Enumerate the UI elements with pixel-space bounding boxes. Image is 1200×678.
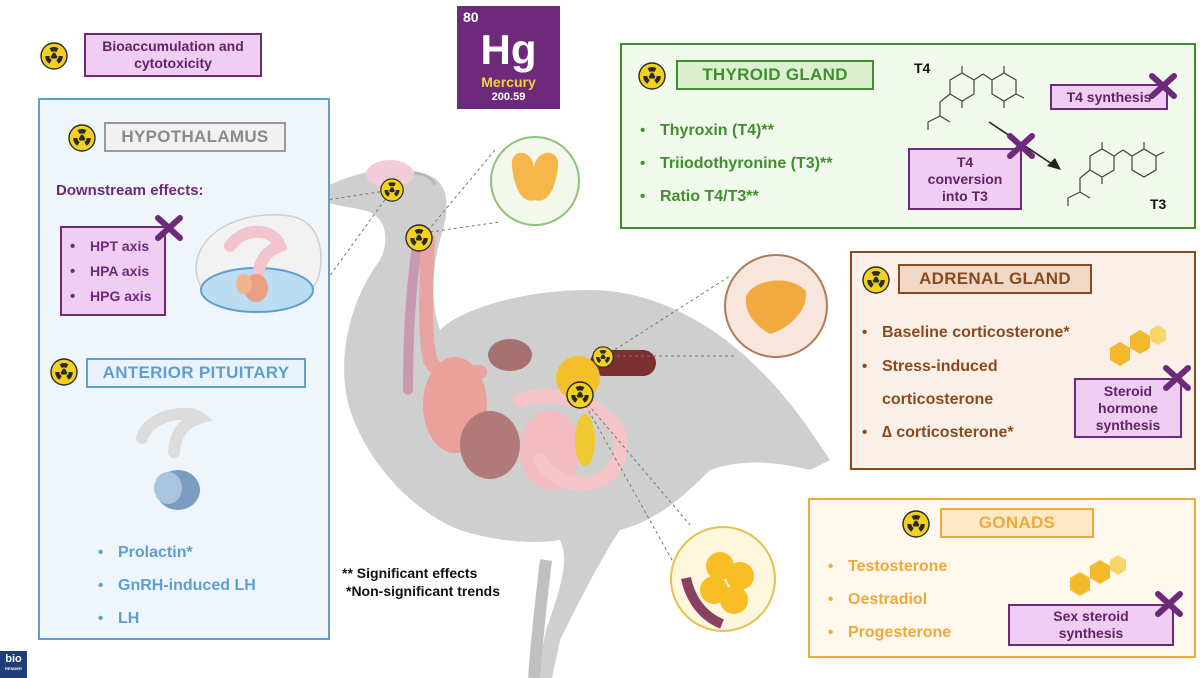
radiation-hazard-icon [68,124,96,152]
bird-leg [528,559,552,678]
gonad-item: Testosterone [828,550,951,583]
radiation-hazard-icon [40,42,68,70]
legend-significant: ** Significant effects [342,565,478,581]
t3-label: T3 [1150,196,1167,212]
cross-mark-icon [1154,590,1184,618]
gonad-item: Oestradiol [828,583,951,616]
gonads-title: GONADS [940,508,1094,538]
axis-item: HPT axis [70,234,151,259]
gonad-item: Progesterone [828,616,951,649]
liver [460,411,520,479]
hypothalamus-illustration [190,206,324,314]
t4-conversion-box: T4 conversion into T3 [908,148,1022,210]
cross-mark-icon [1006,132,1036,160]
downstream-label: Downstream effects: [56,182,204,199]
t3-molecule [1067,142,1165,206]
gonads-list: Testosterone Oestradiol Progesterone [828,550,951,649]
logo-bottom-text: RENDER [5,666,22,671]
axis-item: HPA axis [70,259,151,284]
steroid-synthesis-box: Steroid hormone synthesis [1074,378,1182,438]
radiation-hazard-icon [380,178,404,202]
sex-steroid-box: Sex steroid synthesis [1008,604,1174,646]
adrenal-item: ∆ corticosterone* [862,416,1112,450]
radiation-hazard-icon [405,224,433,252]
radiation-hazard-icon [566,381,594,409]
pituitary-list: Prolactin* GnRH-induced LH LH [98,536,256,635]
thyroid-list: Thyroxin (T4)** Triiodothyronine (T3)** … [640,114,832,213]
adrenal-zoom-circle [724,254,828,358]
logo-top-text: bio [5,653,22,665]
thyroid-item: Thyroxin (T4)** [640,114,832,147]
radiation-hazard-icon [50,358,78,386]
stomach [520,410,580,490]
hexagon-molecule-icon [1096,318,1166,368]
biorender-logo: bio RENDER [0,651,27,678]
pituitary-item: GnRH-induced LH [98,569,256,602]
element-number: 80 [463,9,479,25]
adrenal-list: Baseline corticosterone* Stress-induced … [862,316,1112,450]
axis-item: HPG axis [70,284,151,309]
adrenal-item: Stress-induced corticosterone [862,350,1032,416]
gonad-zoom-circle [670,526,776,632]
t4-label: T4 [914,60,931,76]
trachea [403,235,423,395]
t4-synthesis-box: T4 synthesis [1050,84,1168,110]
mercury-element-tile: 80 Hg Mercury 200.59 [457,6,560,109]
radiation-hazard-icon [638,62,666,90]
pituitary-title: ANTERIOR PITUITARY [86,358,306,388]
radiation-hazard-icon [902,510,930,538]
bird-illustration [310,160,830,678]
radiation-hazard-icon [862,266,890,294]
element-symbol: Hg [480,26,537,73]
cross-mark-icon [154,214,184,242]
cross-mark-icon [1148,72,1178,100]
brain [366,160,414,188]
intestines [513,389,628,491]
pituitary-illustration [134,407,214,512]
axes-list: HPT axis HPA axis HPG axis [70,234,151,309]
lung [488,339,532,371]
pituitary-item: Prolactin* [98,536,256,569]
cross-mark-icon [1162,364,1192,392]
element-mass: 200.59 [491,91,526,103]
t4-molecule [927,66,1025,130]
gizzard [575,414,595,466]
hexagon-molecule-icon [1056,548,1126,598]
pituitary-item: LH [98,602,256,635]
legend-nonsignificant: *Non-significant trends [346,583,501,599]
element-name: Mercury [481,74,536,90]
thyroid-item: Triiodothyronine (T3)** [640,147,832,180]
radiation-hazard-icon [592,346,614,368]
bioaccumulation-box: Bioaccumulation and cytotoxicity [84,33,262,77]
thyroid-title: THYROID GLAND [676,60,874,90]
thyroid-item: Ratio T4/T3** [640,180,832,213]
adrenal-item: Baseline corticosterone* [862,316,1112,350]
adrenal-title: ADRENAL GLAND [898,264,1092,294]
hypothalamus-title: HYPOTHALAMUS [104,122,286,152]
thyroid-zoom-circle [490,136,580,226]
